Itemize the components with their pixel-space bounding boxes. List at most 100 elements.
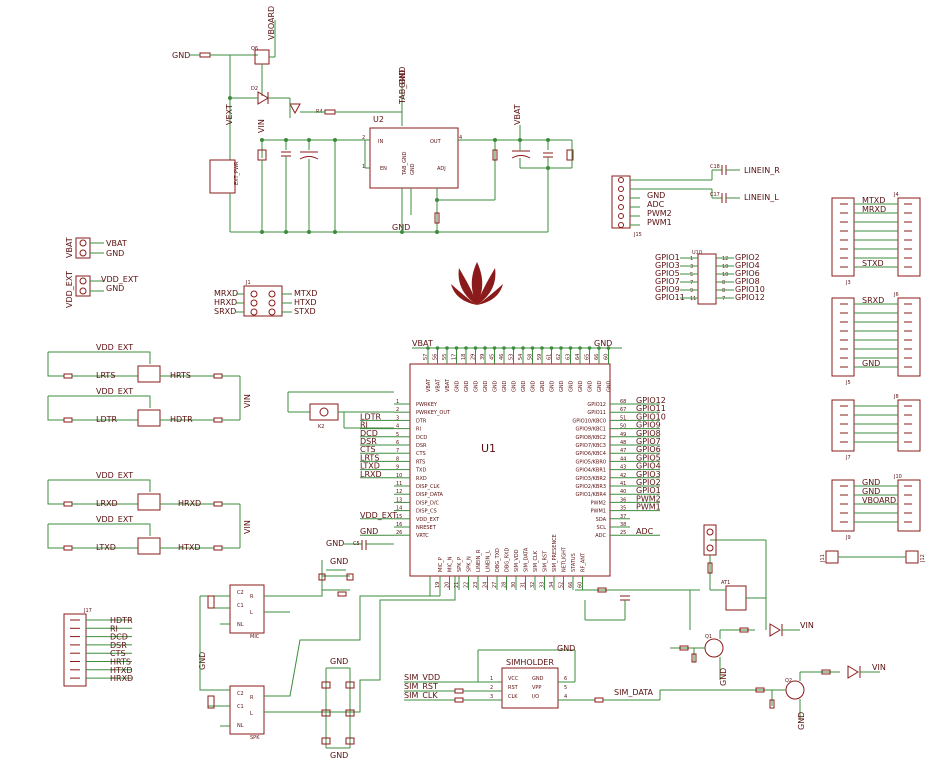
- svg-text:SIM_DATA: SIM_DATA: [614, 688, 653, 697]
- svg-text:J15: J15: [633, 232, 642, 238]
- u1-right-net: ADC: [636, 527, 654, 536]
- svg-text:ADC: ADC: [647, 200, 665, 209]
- svg-text:K2: K2: [318, 424, 324, 430]
- ext-pwr-connector: [209, 159, 236, 194]
- u1-top-num: 63: [566, 354, 572, 360]
- u1-bottom-num: 31: [521, 582, 527, 588]
- svg-text:IN: IN: [378, 139, 383, 145]
- u1-top-pin: GND: [550, 380, 556, 392]
- u1-pin-name: GPIO6/KBC4: [576, 451, 606, 457]
- u1-bottom-num: 22: [464, 582, 470, 588]
- mic-block: [229, 584, 265, 634]
- u1-bottom-pin: DBG_TXD: [495, 548, 501, 572]
- svg-text:SIM_VDD: SIM_VDD: [404, 673, 440, 682]
- u1-bottom-num: 34: [549, 582, 555, 588]
- u1-pin-num: 10: [396, 473, 402, 479]
- audio-section: MIC C2 C1 R L NL SPK C2 C1 R L NL GND GN…: [198, 557, 456, 760]
- u1-top-num: 61: [547, 354, 553, 360]
- level-net: HTXD: [178, 543, 201, 552]
- u1-bottom-pin: STATUS: [571, 553, 577, 572]
- u1-top-num: 53: [509, 354, 515, 360]
- u1-left-net: VDD_EXT: [360, 511, 397, 520]
- level-net: LTXD: [96, 543, 116, 552]
- j17-net: HRTS: [110, 658, 131, 667]
- u1-bottom-num: 27: [492, 582, 498, 588]
- u1-pin-num: 51: [620, 415, 626, 421]
- svg-text:VEXT: VEXT: [225, 104, 234, 125]
- u1-top-pin: GND: [493, 380, 499, 392]
- u1-pin-name: DTR: [416, 418, 427, 424]
- svg-text:VBAT: VBAT: [513, 104, 522, 125]
- level-net: LDTR: [96, 415, 118, 424]
- connector-label: J4: [893, 192, 899, 198]
- u1-pin-num: 44: [620, 456, 626, 462]
- j17-net: HRXD: [110, 674, 133, 683]
- svg-text:GND: GND: [330, 751, 348, 760]
- sim-holder: SIMHOLDER VCC RST CLK GND VPP I/O 1 2 3 …: [404, 644, 745, 709]
- svg-text:GND: GND: [326, 539, 344, 548]
- u1-bottom-pin: NETLIGHT: [562, 546, 568, 572]
- svg-text:CLK: CLK: [508, 694, 518, 700]
- svg-text:R: R: [250, 594, 254, 600]
- u1-pin-name: PWRKEY_OUT: [416, 410, 451, 416]
- u1-left-net: RI: [360, 421, 368, 430]
- svg-text:ADJ: ADJ: [437, 166, 446, 172]
- svg-text:HRXD: HRXD: [214, 298, 237, 307]
- connector-net: STXD: [862, 259, 884, 268]
- u1-pin-num: 6: [396, 440, 399, 446]
- at1-block: [725, 585, 747, 611]
- level-net: LRTS: [96, 371, 115, 380]
- u1-pin-name: GPIO9/KBC1: [576, 427, 606, 433]
- u1-pin-num: 13: [396, 497, 402, 503]
- u10-pin-num: 5: [690, 272, 693, 278]
- u1-top-num: 39: [480, 354, 486, 360]
- svg-text:Q6: Q6: [251, 46, 258, 52]
- u1-pin-num: 26: [396, 530, 402, 536]
- u1-bottom-pin: RF_ANT: [581, 552, 587, 572]
- u1-left-net: DCD: [360, 429, 378, 438]
- u1-top-num: 65: [585, 354, 591, 360]
- led-icon: [289, 103, 301, 115]
- vdd-ext-label: VDD_EXT: [96, 471, 133, 480]
- svg-text:PWM2: PWM2: [647, 209, 672, 218]
- u1-top-num: 62: [556, 354, 562, 360]
- u1-pin-name: SCL: [597, 525, 607, 531]
- jumper-vdd-ext: VDD_EXT VDD_EXT GND: [65, 271, 138, 308]
- svg-text:VBAT: VBAT: [65, 237, 74, 258]
- svg-text:GND: GND: [797, 712, 806, 730]
- connector-label: J10: [893, 474, 902, 480]
- connector-net: GND: [862, 487, 880, 496]
- svg-text:GND: GND: [330, 657, 348, 666]
- u1-pin-num: 68: [620, 399, 626, 405]
- svg-text:L: L: [250, 610, 253, 616]
- connector-net: VBOARD: [862, 496, 896, 505]
- connector-j15: J15 GND ADC PWM2 PWM1 C18 C17 LINEIN_R L…: [611, 164, 780, 238]
- u1-pin-num: 47: [620, 448, 626, 454]
- connector-label: J6: [893, 292, 899, 298]
- u1-bottom-num: 33: [540, 582, 546, 588]
- svg-text:J17: J17: [83, 608, 92, 614]
- u1-right-net: PWM2: [636, 494, 661, 503]
- svg-text:HTXD: HTXD: [294, 298, 317, 307]
- u10-right-net: GPIO10: [735, 285, 765, 294]
- connector-name: J7: [845, 455, 851, 461]
- svg-text:VBOARD: VBOARD: [267, 6, 276, 40]
- u1-pin-name: VRTC: [416, 533, 429, 539]
- vdd-ext-label: VDD_EXT: [96, 515, 133, 524]
- svg-text:U2: U2: [373, 115, 384, 124]
- u1-top-pin: GND: [502, 380, 508, 392]
- u1-top-pin: GND: [559, 380, 565, 392]
- u1-top-pin: GND: [569, 380, 575, 392]
- u1-pin-name: GPIO2/KBR3: [575, 484, 606, 490]
- svg-text:GND: GND: [398, 70, 407, 88]
- u1-right-net: GPIO8: [636, 429, 661, 438]
- connector-name: J5: [845, 380, 851, 386]
- u1-top-num: 29: [471, 354, 477, 360]
- connector-net: GND: [862, 478, 880, 487]
- u1-right-net: GPIO10: [636, 412, 666, 421]
- u1-pin-num: 4: [396, 424, 399, 430]
- u1-left-net: LRTS: [360, 453, 379, 462]
- svg-text:L: L: [250, 711, 253, 717]
- svg-text:3: 3: [490, 694, 493, 700]
